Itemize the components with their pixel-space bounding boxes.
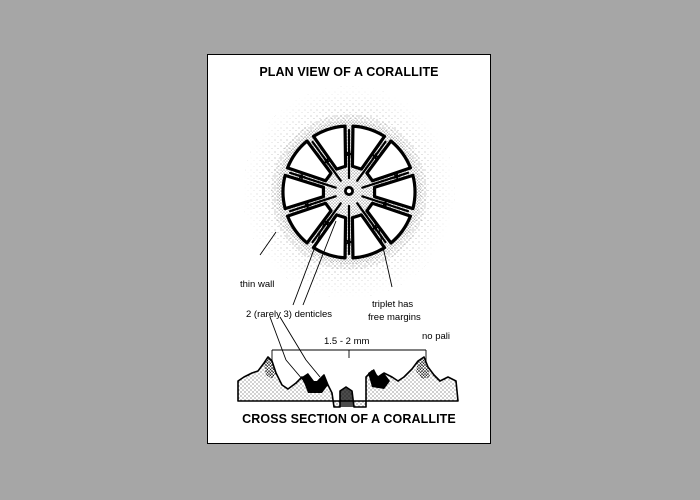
illustration-card: PLAN VIEW OF A CORALLITE bbox=[207, 54, 491, 444]
triplet-label-line1: triplet has bbox=[372, 299, 413, 310]
corallite-illustration: thin wall 2 (rarely 3) denticles triplet… bbox=[208, 55, 492, 445]
corallite-rosette bbox=[277, 120, 421, 264]
dimension-bracket bbox=[272, 350, 426, 361]
denticles-label: 2 (rarely 3) denticles bbox=[246, 309, 332, 320]
thin-wall-label: thin wall bbox=[240, 279, 274, 290]
triplet-label-line2: free margins bbox=[368, 312, 421, 323]
no-pali-label: no pali bbox=[422, 331, 450, 342]
dimension-label: 1.5 - 2 mm bbox=[324, 336, 369, 347]
cross-section-title: CROSS SECTION OF A CORALLITE bbox=[208, 412, 490, 426]
cross-section-drawing bbox=[238, 357, 458, 407]
